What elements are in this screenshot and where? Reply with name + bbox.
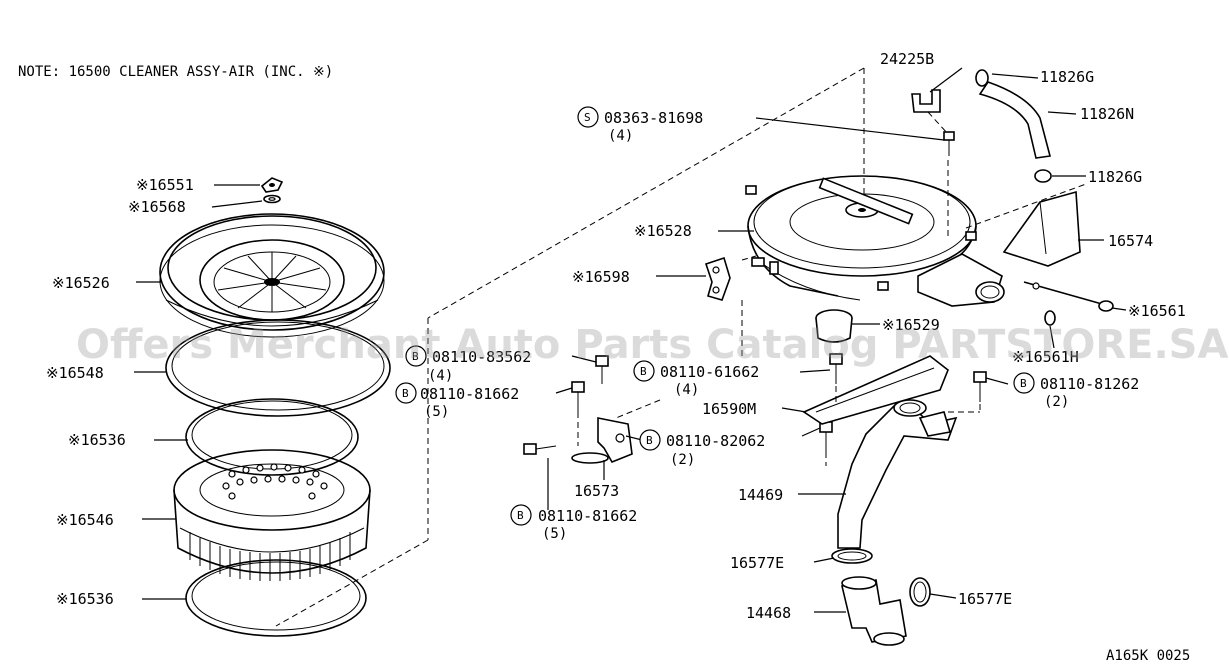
left-labels: ※16551 ※16568 ※16526 ※16548 ※16536 ※1654… bbox=[46, 176, 194, 608]
elbow-14468 bbox=[841, 576, 907, 646]
label-16546: ※16546 bbox=[56, 511, 114, 529]
bracket-16574 bbox=[1002, 190, 1081, 267]
svg-text:B: B bbox=[646, 434, 653, 447]
label-16528: ※16528 bbox=[634, 222, 692, 240]
watermark: Offers Merchant Auto Parts Catalog PARTS… bbox=[76, 322, 1228, 368]
label-16598: ※16598 bbox=[572, 268, 630, 286]
bolt-08110-81662-upper bbox=[571, 381, 585, 412]
hose-11826n bbox=[975, 69, 1052, 183]
right-labels: 24225B 11826G 11826N 08363-81698 (4) 118… bbox=[420, 50, 1186, 622]
filter-element-16546 bbox=[173, 449, 371, 581]
label-08110-61662: 08110-61662 bbox=[660, 363, 759, 381]
clip-16561h bbox=[1044, 310, 1056, 326]
diagram-code: A165K 0025 bbox=[1106, 648, 1190, 664]
label-08110-81662-lower: 08110-81662 bbox=[538, 507, 637, 525]
gasket-16529 bbox=[815, 309, 853, 343]
label-16536-lower: ※16536 bbox=[56, 590, 114, 608]
label-16573: 16573 bbox=[574, 482, 619, 500]
svg-text:B: B bbox=[1020, 377, 1027, 390]
svg-text:B: B bbox=[640, 365, 647, 378]
label-08363-81698: 08363-81698 bbox=[604, 109, 703, 127]
tube-14469 bbox=[837, 399, 958, 549]
label-08110-82062-qty: (2) bbox=[670, 452, 695, 468]
label-24225b: 24225B bbox=[880, 50, 934, 68]
label-16574: 16574 bbox=[1108, 232, 1153, 250]
label-08110-81662-upper: 08110-81662 bbox=[420, 385, 519, 403]
label-14469: 14469 bbox=[738, 486, 783, 504]
left-leader-lines bbox=[134, 184, 263, 600]
clamp-16577e-lower bbox=[909, 577, 931, 607]
rod-16561 bbox=[1023, 281, 1114, 312]
screw-08363-81698 bbox=[943, 131, 955, 156]
right-leader-lines bbox=[547, 67, 1127, 613]
label-11826g-top: 11826G bbox=[1040, 68, 1094, 86]
label-16526: ※16526 bbox=[52, 274, 110, 292]
clamp-16577e-upper bbox=[831, 548, 873, 564]
label-08110-81662-lower-qty: (5) bbox=[542, 526, 567, 542]
label-16561h: ※16561H bbox=[1012, 348, 1079, 366]
label-14468: 14468 bbox=[746, 604, 791, 622]
label-16548: ※16548 bbox=[46, 364, 104, 382]
label-16551: ※16551 bbox=[136, 176, 194, 194]
bolt-08110-82062 bbox=[819, 421, 833, 452]
label-16590m: 16590M bbox=[702, 400, 756, 418]
label-08110-81262-qty: (2) bbox=[1044, 394, 1069, 410]
label-16561: ※16561 bbox=[1128, 302, 1186, 320]
bolt-08110-81262 bbox=[973, 371, 987, 402]
label-16568: ※16568 bbox=[128, 198, 186, 216]
label-11826g-mid: 11826G bbox=[1088, 168, 1142, 186]
svg-text:B: B bbox=[412, 350, 419, 363]
label-11826n: 11826N bbox=[1080, 105, 1134, 123]
label-08110-61662-qty: (4) bbox=[674, 382, 699, 398]
cover-16526 bbox=[159, 213, 385, 338]
dashed-guides bbox=[577, 111, 981, 466]
gasket-16548 bbox=[165, 319, 391, 417]
label-16577e-lower: 16577E bbox=[958, 590, 1012, 608]
label-16577e-upper: 16577E bbox=[730, 554, 784, 572]
duct-16590m bbox=[802, 355, 949, 425]
label-08110-82062: 08110-82062 bbox=[666, 432, 765, 450]
label-08110-81262: 08110-81262 bbox=[1040, 375, 1139, 393]
housing-16528 bbox=[745, 175, 1005, 307]
label-08363-qty: (4) bbox=[608, 128, 633, 144]
label-16536-upper: ※16536 bbox=[68, 431, 126, 449]
circled-letter-markers: S B B B B B B bbox=[395, 106, 1035, 526]
bolt-08110-81662-lower bbox=[523, 443, 557, 455]
svg-text:B: B bbox=[517, 509, 524, 522]
label-08110-83562-qty: (4) bbox=[428, 368, 453, 384]
label-08110-81662-upper-qty: (5) bbox=[424, 404, 449, 420]
seal-ring-16536-lower bbox=[185, 559, 367, 637]
bolt-08110-61662 bbox=[829, 353, 843, 384]
wing-nut-16551 bbox=[260, 177, 284, 193]
bracket-24225b bbox=[911, 89, 941, 113]
svg-text:S: S bbox=[584, 111, 591, 124]
assembly-boundary bbox=[275, 67, 1087, 627]
bracket-16573 bbox=[571, 417, 633, 464]
svg-text:B: B bbox=[402, 387, 409, 400]
clip-16598 bbox=[704, 256, 731, 301]
assembly-note: NOTE: 16500 CLEANER ASSY-AIR (INC. ※) bbox=[18, 64, 333, 80]
air-cleaner-stack bbox=[159, 177, 391, 637]
label-16529: ※16529 bbox=[882, 316, 940, 334]
label-08110-83562: 08110-83562 bbox=[432, 348, 531, 366]
bolt-08110-83562 bbox=[595, 355, 609, 384]
